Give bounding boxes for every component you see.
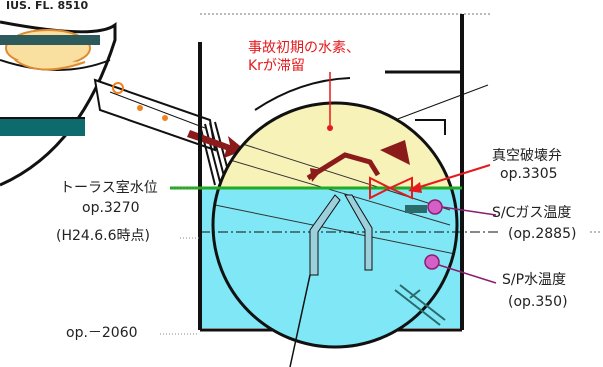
- sc-gas-temp-label: S/Cガス温度: [492, 205, 572, 221]
- hydrogen-right-arrow: [380, 140, 410, 165]
- vent-bellows: [199, 121, 231, 186]
- torus-water-level-date: (H24.6.6時点): [56, 228, 150, 244]
- drywell-inner-arc: [0, 59, 111, 71]
- top-left-label: IUS. FL. 8510: [6, 0, 89, 12]
- sc-gas-temp-elevation: (op.2885): [508, 226, 577, 242]
- sc-inner-line-2: [229, 159, 451, 226]
- drywell-water: [0, 118, 85, 136]
- hydrogen-arrow-head: [310, 168, 322, 182]
- sp-water-temp-elevation: (op.350): [508, 294, 568, 310]
- vacuum-breaker-label: 真空破壊弁: [492, 148, 562, 164]
- sp-water-temp-leader: [438, 264, 497, 284]
- hydrogen-pointer-dot: [327, 125, 333, 131]
- sc-gas-temp-marker: [427, 199, 443, 215]
- vacuum-breaker-body: [405, 205, 427, 213]
- suppression-chamber-shell: [211, 101, 459, 349]
- sc-top-cap: [254, 77, 351, 111]
- sp-water-temp-label: S/P水温度: [502, 272, 567, 288]
- upper-pointer-line: [394, 84, 489, 121]
- drywell-dark-band: [0, 35, 100, 45]
- vacuum-breaker-arrow: [409, 164, 491, 191]
- vent-pipe-inner: [109, 91, 206, 129]
- torus-water-level-label: トーラス室水位: [60, 180, 158, 196]
- floor-elevation-label: op.－2060: [66, 325, 138, 341]
- downcomer-left: [309, 194, 341, 276]
- vacuum-breaker-elevation: op.3305: [500, 166, 558, 182]
- sc-inner-line-1: [229, 139, 451, 211]
- vacuum-breaker-symbol: [369, 176, 413, 200]
- vent-orange-dot-2: [137, 105, 143, 111]
- vent-orange-dot-1: [112, 82, 124, 94]
- sc-water: [213, 188, 457, 347]
- torus-water-level-elevation: op.3270: [82, 200, 140, 216]
- sc-inner-line-3: [214, 204, 457, 256]
- bottom-pointer-line: [289, 274, 311, 367]
- vent-orange-dot-3: [162, 115, 168, 121]
- hydrogen-flow-arrow: [306, 152, 381, 181]
- sp-sensor-rod: [394, 284, 446, 326]
- drywell-cloud-lower: [14, 59, 86, 71]
- upper-marker: [415, 119, 446, 135]
- sc-gas-temp-leader: [441, 206, 497, 216]
- downcomer-right: [344, 194, 373, 271]
- hydrogen-annotation-line1: 事故初期の水素、: [248, 40, 360, 56]
- hydrogen-annotation-line2: Krが滞留: [248, 58, 305, 74]
- sc-gas-space: [213, 103, 457, 188]
- sp-water-temp-marker: [424, 254, 440, 270]
